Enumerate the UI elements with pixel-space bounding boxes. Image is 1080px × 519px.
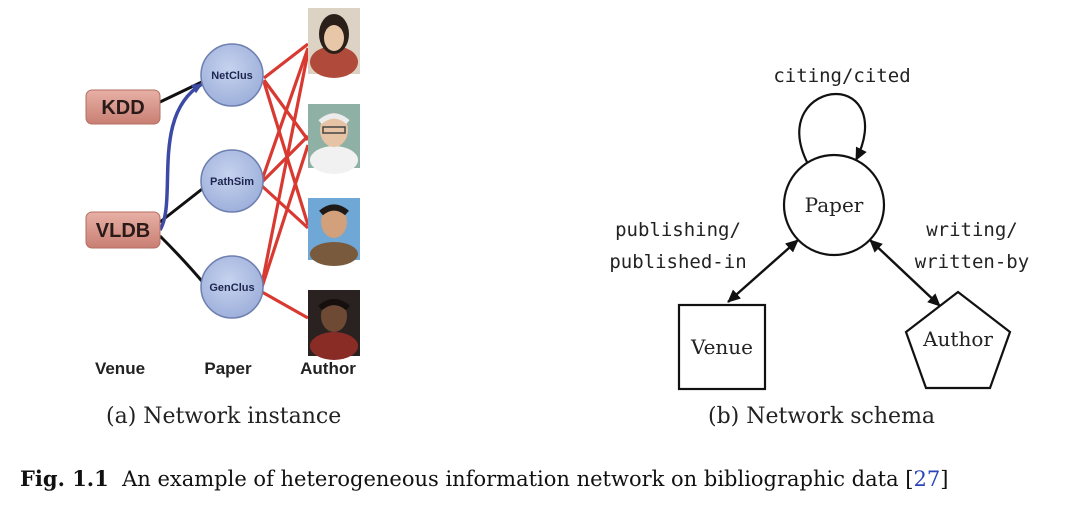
schema-venue-node: Venue — [677, 303, 767, 391]
publishing-label-line1: publishing/ — [615, 219, 741, 241]
paper-node-genclus: GenClus — [200, 255, 264, 319]
paper-label: GenClus — [209, 282, 254, 294]
author-photo-4 — [308, 290, 360, 360]
schema-caption: (b) Network schema — [708, 404, 936, 429]
venue-label: VLDB — [96, 220, 150, 242]
self-loop-edge — [798, 92, 867, 165]
network-schema: citing/cited Paper Venue Author publishi… — [609, 65, 1029, 391]
paper-label: PathSim — [210, 176, 254, 188]
venue-node-kdd: KDD — [85, 89, 161, 125]
venue-label: KDD — [101, 97, 144, 119]
column-label-venue: Venue — [95, 359, 145, 378]
author-photo-2 — [308, 104, 360, 174]
publishing-label-line2: published-in — [609, 251, 746, 273]
paper-node-netclus: NetClus — [200, 43, 264, 107]
instance-caption: (a) Network instance — [106, 404, 342, 429]
schema-author-node: Author — [904, 290, 1012, 390]
network-instance: KDD VLDB NetClus PathSim GenClus — [85, 8, 360, 378]
writing-label-line1: writing/ — [926, 219, 1018, 241]
self-loop-label: citing/cited — [773, 65, 910, 87]
venue-node-vldb: VLDB — [85, 211, 161, 249]
figure-caption: Fig. 1.1 An example of heterogeneous inf… — [20, 466, 948, 491]
venue-node-label: Venue — [690, 335, 753, 359]
publishing-edge — [727, 239, 799, 303]
paper-label: NetClus — [211, 70, 253, 82]
author-node-label: Author — [922, 327, 993, 351]
citation-link[interactable]: 27 — [913, 467, 941, 491]
column-label-paper: Paper — [204, 359, 252, 378]
author-photo-1 — [308, 8, 360, 78]
writing-edge — [869, 239, 941, 307]
column-label-author: Author — [300, 359, 356, 378]
author-photo-3 — [308, 198, 360, 266]
figure-label: Fig. 1.1 — [20, 466, 109, 491]
writing-label-line2: written-by — [915, 251, 1029, 273]
figure-caption-text: An example of heterogeneous information … — [122, 467, 899, 491]
schema-paper-node: Paper — [782, 153, 886, 257]
publish-arrow — [158, 82, 203, 231]
citation-close: ] — [940, 467, 949, 491]
author-edges — [260, 42, 310, 320]
citation-open: [ — [905, 467, 914, 491]
paper-node-pathsim: PathSim — [200, 149, 264, 213]
paper-node-label: Paper — [805, 193, 864, 217]
